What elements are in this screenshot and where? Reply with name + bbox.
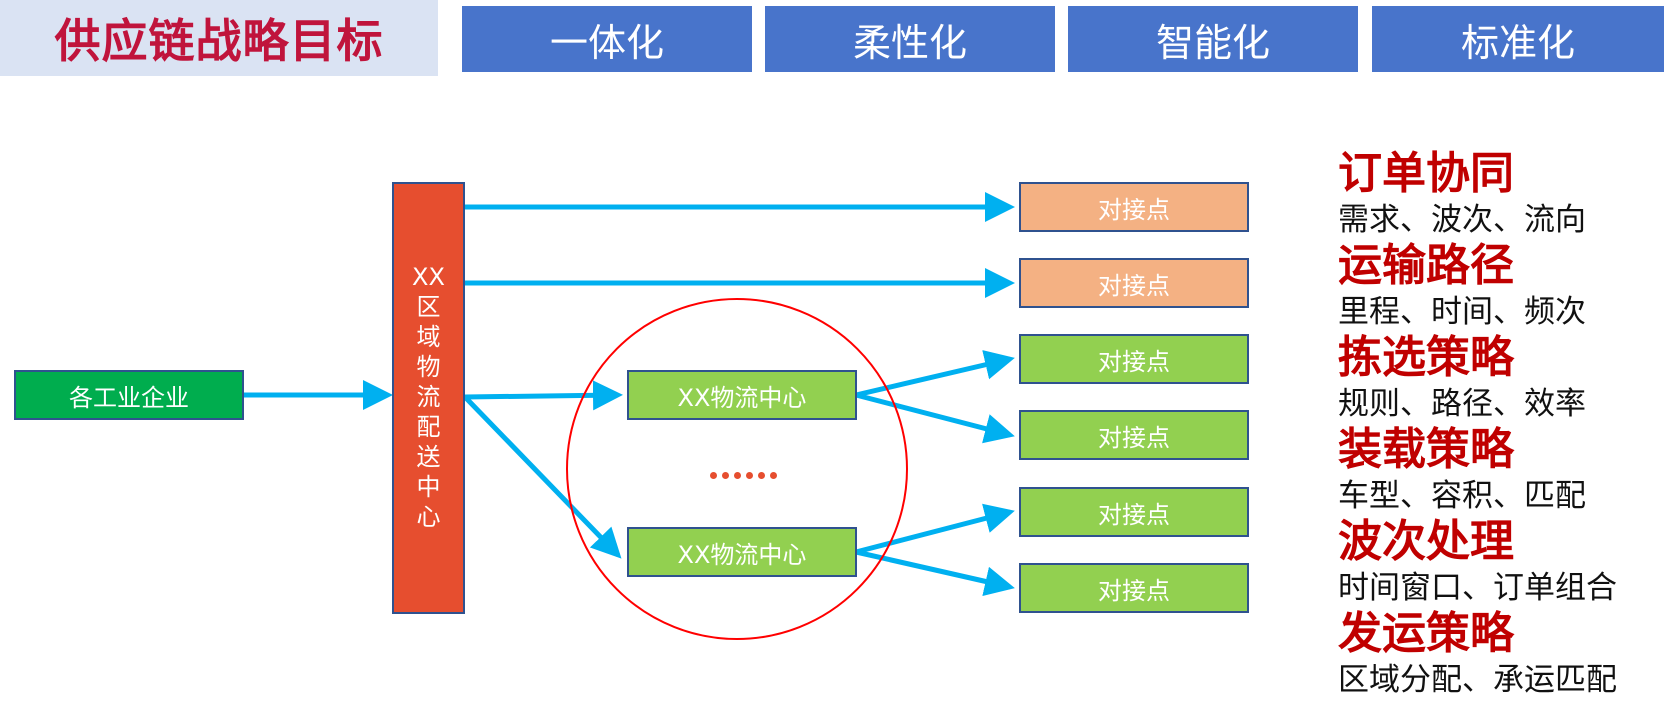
strategy-detail: 需求、波次、流向 [1338,202,1586,238]
endpoint-label: 对接点 [1098,576,1170,605]
hub-label-char: XX [412,263,445,291]
strategy-detail: 车型、容积、匹配 [1338,478,1586,514]
strategy-detail: 里程、时间、频次 [1338,294,1586,330]
goal-standardization: 标准化 [1372,6,1664,72]
arrow-center2-to-endpoint-5 [855,503,1015,555]
strategy-title: 波次处理 [1338,516,1514,567]
hub-label-char: 心 [416,503,441,531]
page-title-box: 供应链战略目标 [0,0,438,76]
hub-label-char: 配 [416,413,441,441]
hub-label-char: 域 [416,323,441,351]
endpoint-node-2: 对接点 [1019,258,1249,308]
arrow-center2-to-endpoint-6 [855,549,1015,597]
endpoint-node-6: 对接点 [1019,563,1249,613]
ellipsis-dot [734,472,741,479]
endpoint-node-1: 对接点 [1019,182,1249,232]
strategy-detail: 时间窗口、订单组合 [1338,570,1617,606]
arrow-hub-to-center-2 [463,395,622,559]
endpoint-label: 对接点 [1098,347,1170,376]
endpoint-label: 对接点 [1098,271,1170,300]
arrow-center1-to-endpoint-3 [855,350,1015,398]
arrow-center1-to-endpoint-4 [855,392,1015,444]
hub-node-regional-distribution-center: XX 区 域 物 流 配 送 中 心 [392,182,465,614]
strategy-title: 拣选策略 [1338,332,1514,383]
strategy-title: 装载策略 [1338,424,1514,475]
strategy-detail: 区域分配、承运匹配 [1338,662,1617,698]
strategy-title: 运输路径 [1338,240,1514,291]
logistics-center-label: XX物流中心 [677,540,807,569]
arrow-hub-to-center-1 [464,380,623,411]
hub-label-char: 区 [416,293,441,321]
goal-integration: 一体化 [462,6,752,72]
strategy-title: 订单协同 [1338,148,1514,199]
strategy-title: 发运策略 [1338,608,1514,659]
hub-label-char: 送 [416,443,441,471]
endpoint-label: 对接点 [1098,423,1170,452]
logistics-center-label: XX物流中心 [677,383,807,412]
source-node-label: 各工业企业 [69,383,189,412]
endpoint-node-5: 对接点 [1019,487,1249,537]
logistics-center-node-2: XX物流中心 [627,527,857,577]
ellipsis-dot [770,472,777,479]
ellipsis-dot [722,472,729,479]
page-title: 供应链战略目标 [54,14,384,68]
ellipsis-dot [710,472,717,479]
goal-intelligence: 智能化 [1068,6,1358,72]
ellipsis-dots [710,472,777,479]
hub-label-char: 物 [416,353,441,381]
source-node-industrial-enterprises: 各工业企业 [14,370,244,420]
ellipsis-dot [758,472,765,479]
endpoint-label: 对接点 [1098,500,1170,529]
logistics-center-node-1: XX物流中心 [627,370,857,420]
ellipsis-dot [746,472,753,479]
goal-flexibility: 柔性化 [765,6,1055,72]
hub-label-char: 中 [416,473,441,501]
endpoint-label: 对接点 [1098,195,1170,224]
endpoint-node-3: 对接点 [1019,334,1249,384]
highlight-circle [566,298,908,640]
endpoint-node-4: 对接点 [1019,410,1249,460]
strategy-detail: 规则、路径、效率 [1338,386,1586,422]
hub-label-char: 流 [416,383,441,411]
strategy-list: 订单协同 需求、波次、流向 运输路径 里程、时间、频次 拣选策略 规则、路径、效… [1338,150,1617,702]
